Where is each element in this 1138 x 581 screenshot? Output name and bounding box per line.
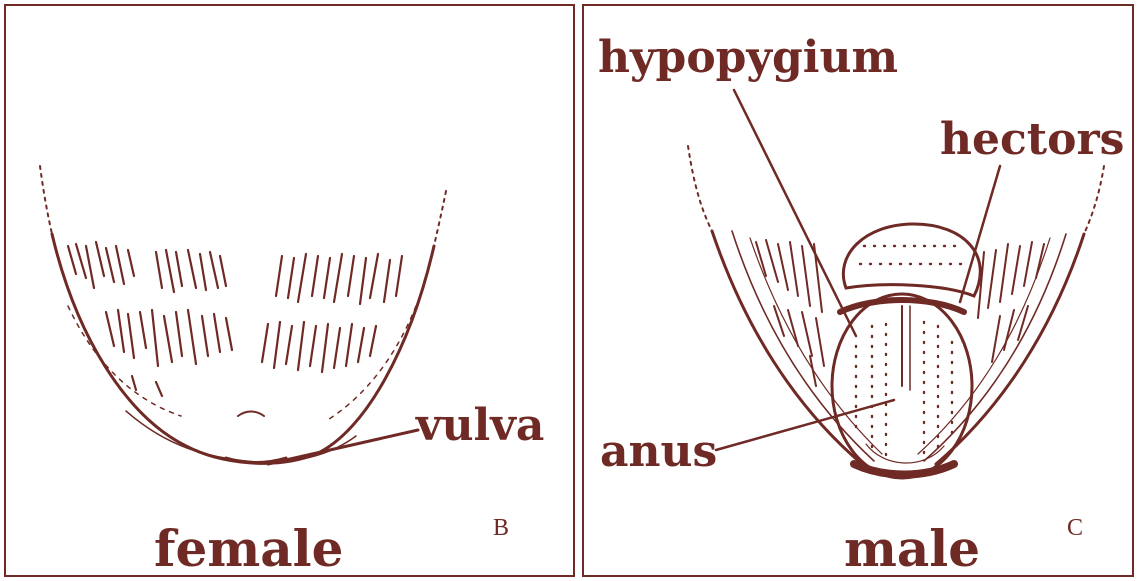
- male-abdomen-illustration: [584, 6, 1134, 577]
- panel-female: vulva female B: [4, 4, 575, 577]
- panel-male: hypopygium hectors anus male C: [582, 4, 1134, 577]
- hypopygium-label: hypopygium: [598, 36, 898, 80]
- male-caption: male: [844, 524, 980, 574]
- panel-letter-c: C: [1044, 502, 1106, 554]
- anus-label: anus: [600, 430, 717, 474]
- female-caption: female: [154, 524, 343, 574]
- vulva-label: vulva: [416, 404, 544, 448]
- female-abdomen-illustration: [6, 6, 575, 577]
- panel-letter-b: B: [470, 502, 532, 554]
- hectors-label: hectors: [940, 118, 1124, 162]
